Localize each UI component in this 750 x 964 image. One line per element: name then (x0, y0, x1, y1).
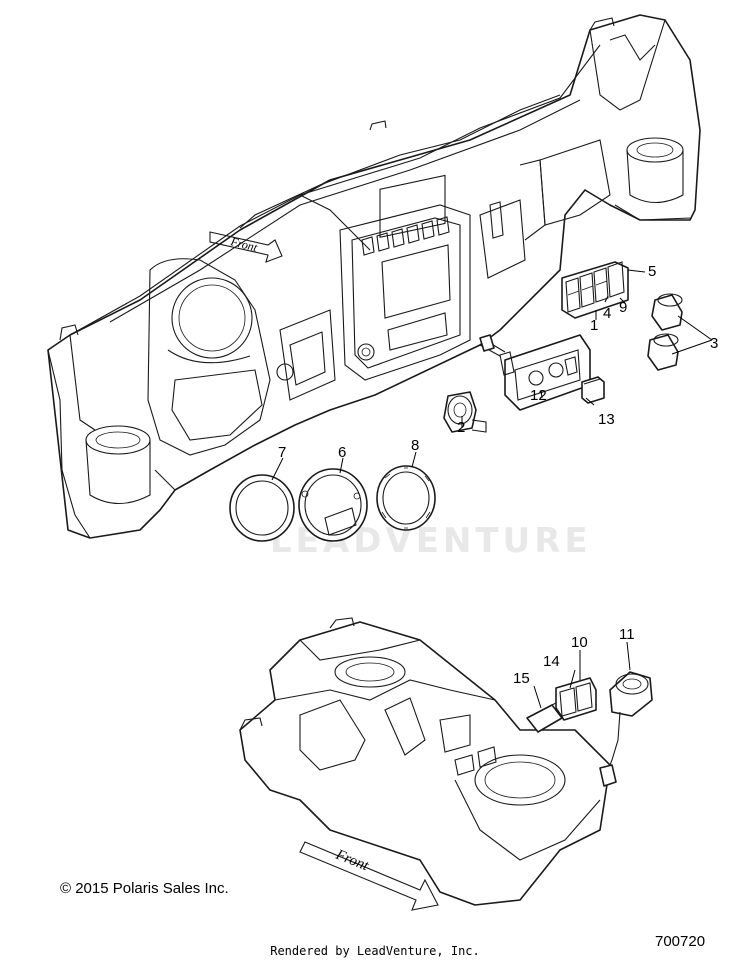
part-11-outlet (599, 671, 653, 787)
part-3-power-outlets (647, 293, 683, 371)
center-console: Front (239, 617, 611, 911)
dash-front-label: Front (228, 234, 259, 254)
callout-13: 13 (598, 411, 615, 428)
drawing-number: 700720 (655, 933, 706, 950)
callout-14: 14 (543, 653, 560, 670)
copyright-text: © 2015 Polaris Sales Inc. (60, 880, 229, 897)
callout-1: 1 (590, 317, 598, 334)
leader-lines (271, 269, 713, 709)
rendered-by-text: Rendered by LeadVenture, Inc. (270, 944, 480, 958)
part-14-rocker-switch (555, 677, 597, 721)
callout-6: 6 (338, 444, 346, 461)
callout-5: 5 (648, 263, 656, 280)
dash-switch-bank (361, 216, 450, 256)
callout-3: 3 (710, 335, 718, 352)
callout-12: 12 (530, 387, 547, 404)
callout-4: 4 (603, 305, 611, 322)
callout-9: 9 (619, 299, 627, 316)
part-6-gauge (298, 468, 368, 542)
part-2-switch (443, 391, 487, 433)
callout-labels: 1 2 3 4 5 6 7 8 9 10 11 12 13 14 15 (278, 263, 718, 687)
callout-10: 10 (571, 634, 588, 651)
part-rocker-switch-bank (561, 261, 629, 319)
callout-11: 11 (619, 626, 635, 643)
callout-2: 2 (457, 419, 465, 436)
part-7-bezel (229, 474, 295, 542)
part-13-switch (581, 376, 605, 404)
part-8-retaining-ring (376, 465, 436, 531)
callout-8: 8 (411, 437, 419, 454)
dashboard-assembly: Front (47, 14, 701, 539)
callout-7: 7 (278, 444, 286, 461)
callout-15: 15 (513, 670, 530, 687)
console-front-label: Front (333, 846, 372, 874)
